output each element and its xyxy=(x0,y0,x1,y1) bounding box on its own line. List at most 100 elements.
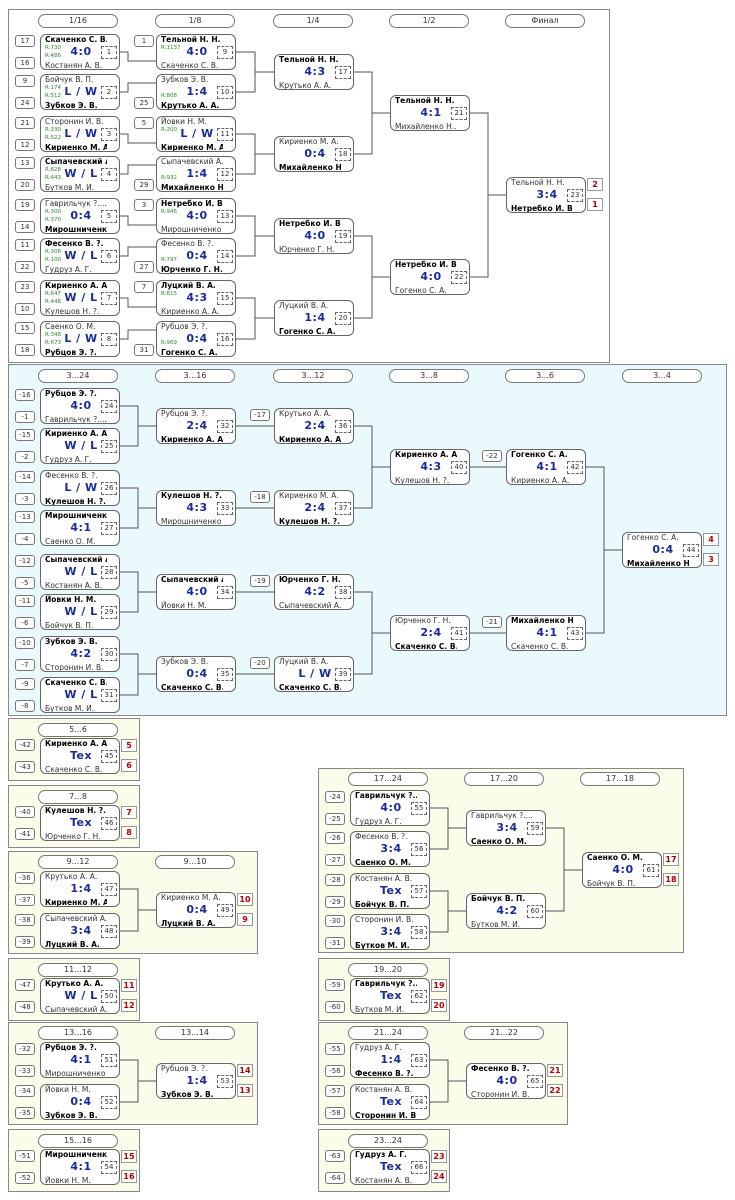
match-box[interactable]: Сыпачевский А....Бутков М. И.W / L4R:628… xyxy=(40,156,120,192)
match-box[interactable]: Мирошниченко М....Йовки Н. М.4:154 xyxy=(40,1149,120,1185)
player-top: Бойчук В. П. xyxy=(45,75,94,84)
bracket-title: 7...8 xyxy=(38,790,118,804)
match-number: 57 xyxy=(411,885,427,898)
rating-top: R:174 xyxy=(45,85,62,91)
match-box[interactable]: Сыпачевский А....Йовки Н. М.4:034 xyxy=(156,574,236,610)
match-number: 2 xyxy=(101,86,117,99)
match-box[interactable]: Сыпачевский А....Луцкий В. А.3:448 xyxy=(40,913,120,949)
match-number: 9 xyxy=(217,46,233,59)
match-score: 4:1 xyxy=(420,106,442,119)
player-bottom: Бутков М. И. xyxy=(45,183,95,192)
seed-number: 15 xyxy=(15,322,35,334)
match-box[interactable]: Мирошниченко М....Саенко О. М.4:127 xyxy=(40,510,120,546)
match-box[interactable]: Рубцов Э. ?.Мирошниченко М....4:151 xyxy=(40,1042,120,1078)
rating-top: R:200 xyxy=(161,127,178,133)
player-bottom: Кириенко М. А. xyxy=(45,898,107,907)
final-place-badge: 16 xyxy=(121,1170,137,1183)
seed-number: -19 xyxy=(250,575,270,587)
match-box[interactable]: Нетребко И. В.Мирошниченко М....4:013R:9… xyxy=(156,198,236,234)
seed-number: -14 xyxy=(15,471,35,483)
match-score: W / L xyxy=(64,688,98,701)
seed-number: -37 xyxy=(15,894,35,906)
round-header: 1/8 xyxy=(155,14,235,28)
player-top: Йовки Н. М. xyxy=(45,1085,91,1094)
seed-number: -20 xyxy=(250,657,270,669)
match-box[interactable]: Гаврильчук ?....Гудруз А. Г.4:055 xyxy=(350,790,430,826)
match-score: L / W xyxy=(64,481,98,494)
match-number: 36 xyxy=(335,420,351,433)
player-top: Сторонин И. В. xyxy=(45,117,104,126)
match-box[interactable]: Гаврильчук ?....Мирошниченко М....0:45R:… xyxy=(40,198,120,234)
match-score: 1:4 xyxy=(304,311,326,324)
player-bottom: Зубков Э. В. xyxy=(161,1090,214,1099)
match-number: 23 xyxy=(567,189,583,202)
match-box[interactable]: Кулешов Н. ?.Мирошниченко М....4:333 xyxy=(156,490,236,526)
match-box[interactable]: Крутько А. А.Сыпачевский А....W / L50 xyxy=(40,978,120,1014)
match-number: 14 xyxy=(217,250,233,263)
seed-number: -15 xyxy=(15,429,35,441)
seed-number: -39 xyxy=(15,936,35,948)
match-box[interactable]: Михайленко Н....Скаченко С. В.4:143 xyxy=(506,615,586,651)
match-box[interactable]: Сыпачевский А....Костанян А. В.W / L28 xyxy=(40,554,120,590)
match-number: 63 xyxy=(411,1054,427,1067)
seed-number: -11 xyxy=(15,595,35,607)
match-score: L / W xyxy=(64,332,98,345)
match-box[interactable]: Кириенко М. А.Михайленко Н....0:418 xyxy=(274,136,354,172)
final-place-badge: 1 xyxy=(587,198,603,211)
match-box[interactable]: Сыпачевский А....Михайленко Н....1:412R:… xyxy=(156,156,236,192)
match-number: 58 xyxy=(411,926,427,939)
match-number: 16 xyxy=(217,333,233,346)
match-box[interactable]: Юрченко Г. Н.Сыпачевский А....4:238 xyxy=(274,574,354,610)
match-box[interactable]: Гогенко С. А.Михайленко Н....0:444 xyxy=(622,532,702,568)
